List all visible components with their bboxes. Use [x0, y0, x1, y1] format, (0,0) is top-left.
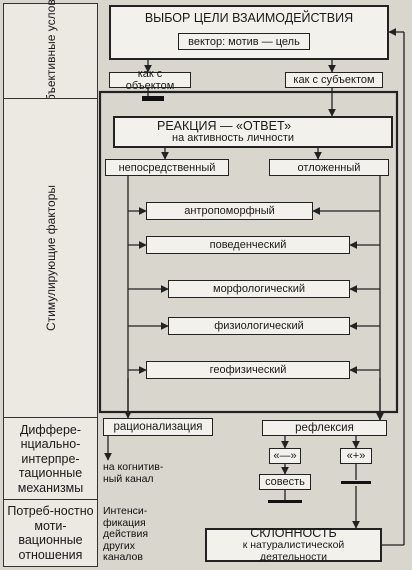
factor-label: геофизический — [209, 364, 287, 376]
label-need-motivation: Потреб-ностно моти-вационные отношения — [7, 504, 94, 562]
reflection-plus: «+» — [340, 448, 372, 464]
goal-vector-box: вектор: мотив — цель — [178, 33, 310, 50]
side-stimulating: Стимулирующие факторы — [3, 98, 98, 418]
side-subjective: Субъективные условия — [3, 0, 98, 116]
conscience-box: совесть — [259, 474, 311, 490]
rationalization-label: рационализация — [113, 421, 203, 433]
type-delayed-label: отложенный — [297, 161, 361, 174]
factor-label: морфологический — [213, 283, 305, 295]
inclination-title: СКЛОННОСТЬ — [250, 526, 337, 540]
type-direct: непосредственный — [105, 159, 229, 176]
factor-anthropomorphic: антропоморфный — [146, 202, 313, 220]
factor-label: антропоморфный — [184, 205, 275, 217]
goal-vector: вектор: мотив — цель — [188, 35, 300, 48]
minus-label: «—» — [273, 450, 297, 462]
side-need: Потреб-ностно моти-вационные отношения — [3, 499, 98, 567]
label-stimulating-factors: Стимулирующие факторы — [43, 184, 58, 332]
object-terminator — [142, 96, 164, 101]
conscience-blocker — [268, 500, 302, 503]
reflection-label: рефлексия — [295, 422, 354, 434]
branch-object-label: как с объектом — [125, 68, 175, 92]
factor-physiological: физиологический — [168, 317, 350, 335]
conscience-label: совесть — [265, 476, 305, 488]
branch-subject-label: как с субъектом — [293, 74, 375, 86]
factor-morphological: морфологический — [168, 280, 350, 298]
plus-blocker — [341, 481, 371, 484]
reflection-minus: «—» — [269, 448, 301, 464]
reaction-subtitle: на активность личности — [172, 132, 295, 144]
subject-frame — [98, 90, 399, 414]
note-intensification: Интенси-фикация действия других каналов — [103, 505, 149, 563]
mechanism-rationalization: рационализация — [103, 418, 213, 436]
branch-subject: как с субъектом — [285, 72, 383, 88]
factor-label: поведенческий — [209, 239, 287, 251]
mechanism-reflection: рефлексия — [262, 420, 387, 436]
type-delayed: отложенный — [269, 159, 389, 176]
side-differential: Диффере-нциально-интерпре-тационные меха… — [3, 417, 98, 500]
reaction-title: РЕАКЦИЯ — «ОТВЕТ» — [157, 119, 292, 133]
inclination-box: СКЛОННОСТЬ к натуралистической деятельно… — [205, 526, 382, 563]
plus-label: «+» — [346, 450, 366, 462]
inclination-subtitle: к натуралистической деятельности — [242, 539, 345, 563]
goal-box: ВЫБОР ЦЕЛИ ВЗАИМОДЕЙСТВИЯ — [109, 5, 389, 60]
reaction-box: РЕАКЦИЯ — «ОТВЕТ» на активность личности — [113, 116, 393, 148]
label-differential-mechanisms: Диффере-нциально-интерпре-тационные меха… — [17, 422, 84, 495]
type-direct-label: непосредственный — [118, 161, 216, 174]
goal-title: ВЫБОР ЦЕЛИ ВЗАИМОДЕЙСТВИЯ — [144, 11, 354, 25]
note-cognitive-channel: на когнитив-ный канал — [103, 461, 164, 485]
factor-geophysical: геофизический — [146, 361, 350, 379]
branch-object: как с объектом — [109, 68, 191, 92]
factor-behavioral: поведенческий — [146, 236, 350, 254]
factor-label: физиологический — [214, 320, 304, 332]
